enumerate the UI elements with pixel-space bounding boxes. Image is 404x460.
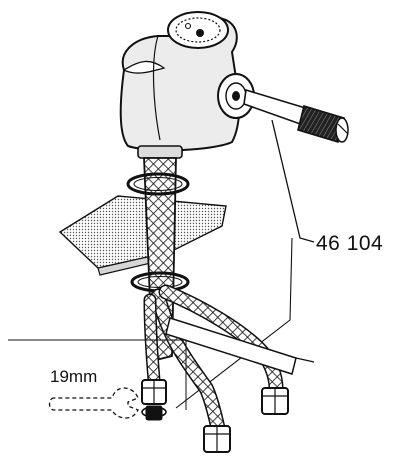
mixer-body	[119, 11, 255, 159]
pop-up-rod	[243, 88, 349, 144]
rod-knob	[297, 104, 345, 144]
wrench-callout-frame	[8, 339, 187, 410]
upper-o-ring	[126, 172, 190, 196]
hose-nut-center	[203, 425, 231, 453]
open-end-wrench-icon	[48, 387, 139, 419]
wrench-size-label: 19mm	[50, 367, 98, 386]
part-number-label: 46 104	[316, 232, 384, 255]
assembly-outline	[175, 237, 293, 409]
drain-linkage-rod	[165, 317, 315, 375]
part-number-leader	[271, 119, 315, 243]
hose-nut-left	[141, 379, 167, 405]
countertop	[58, 195, 227, 276]
hose-nut-right	[261, 387, 289, 415]
mounting-nut	[141, 405, 167, 421]
